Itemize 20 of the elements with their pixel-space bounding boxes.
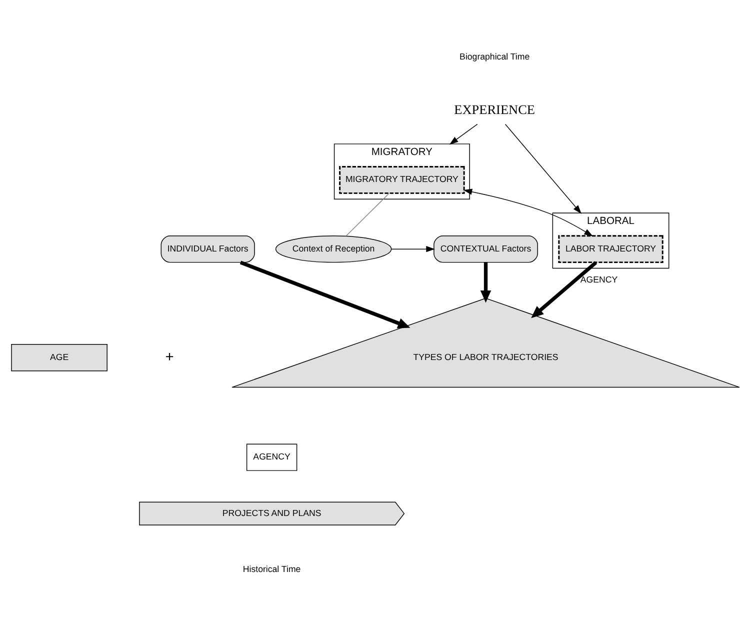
node-box: INDIVIDUAL Factors xyxy=(160,234,255,262)
node-ellipse: Context of Reception xyxy=(275,234,392,262)
arrow xyxy=(504,123,582,214)
arrow xyxy=(240,260,410,328)
label: Biographical Time xyxy=(460,50,530,61)
node-box: LABOR TRAJECTORY xyxy=(558,234,664,263)
label: + xyxy=(165,348,174,365)
node-box: CONTEXTUAL Factors xyxy=(434,234,538,262)
arrow xyxy=(463,188,594,236)
label: Historical Time xyxy=(242,564,301,574)
node-box: AGENCY xyxy=(246,443,298,470)
node-box: MIGRATORY TRAJECTORY xyxy=(339,166,465,194)
connector xyxy=(346,192,390,236)
arrow xyxy=(480,262,492,302)
node-box: AGE xyxy=(11,344,108,371)
edge-label: AGENCY xyxy=(580,274,618,284)
arrow xyxy=(391,246,435,252)
arrow xyxy=(449,123,478,144)
node-text: EXPERIENCE xyxy=(454,102,535,117)
arrow xyxy=(531,260,598,318)
